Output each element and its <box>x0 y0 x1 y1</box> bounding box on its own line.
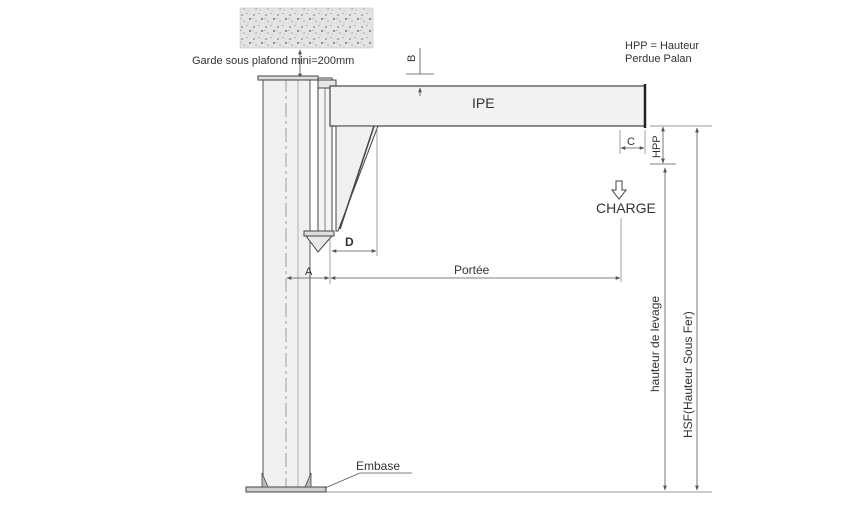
embase-leader <box>324 472 361 489</box>
embase-label: Embase <box>356 459 400 473</box>
knee-brace-edge <box>339 125 375 230</box>
column-top-plate <box>257 75 319 81</box>
charge-label: CHARGE <box>596 200 656 216</box>
hpp-note-line2: Perdue Palan <box>625 53 692 65</box>
load-arrow-icon <box>610 180 628 200</box>
base-plate <box>245 486 327 493</box>
hpp-note-line1: HPP = Hauteur <box>625 40 699 52</box>
ipe-beam <box>329 85 646 127</box>
base-stiffener-right <box>304 472 312 488</box>
ipe-label: IPE <box>472 95 495 111</box>
lifting-height-label: hauteur de levage <box>648 296 662 392</box>
hpp-dimension-label: HPP <box>651 135 663 158</box>
column <box>262 77 311 489</box>
portee-label: Portée <box>454 263 490 277</box>
b-dimension-label: B <box>406 55 418 62</box>
hsf-label: HSF(Hauteur Sous Fer) <box>681 311 695 438</box>
base-stiffener-left <box>261 472 269 488</box>
ceiling-slab <box>239 7 374 49</box>
a-dimension-label: A <box>305 266 313 278</box>
d-dimension-label: D <box>345 235 354 249</box>
pivot-top-cap <box>317 79 337 89</box>
pivot-bottom-plate <box>303 230 335 237</box>
ceiling-clearance-label: Garde sous plafond mini=200mm <box>192 55 354 67</box>
pivot-bottom-gusset <box>305 235 334 253</box>
c-dimension-label: C <box>627 136 635 148</box>
